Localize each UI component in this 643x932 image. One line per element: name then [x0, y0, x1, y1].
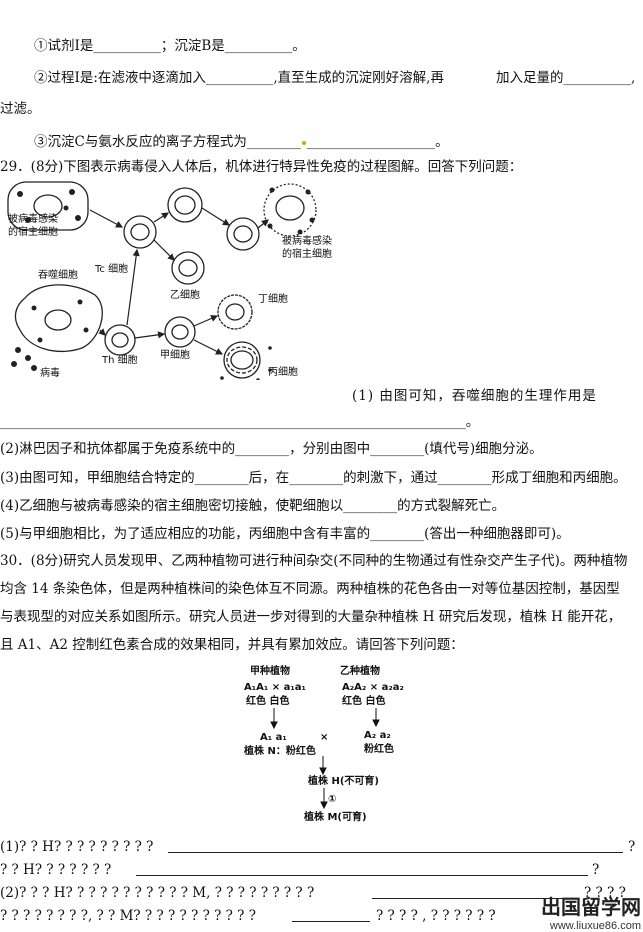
label-plant-yi: 乙种植物 — [340, 664, 380, 677]
line-q29-3: (3)由图可知，甲细胞结合特定的________后，在________的刺激下，… — [0, 470, 627, 486]
label-cell-jia: 甲细胞 — [160, 348, 190, 361]
label-infected-host-left-1: 被病毒感染 — [8, 212, 58, 225]
label-cross-sign: × — [320, 732, 328, 743]
label-plant-jia: 甲种植物 — [250, 664, 290, 677]
line-q30-body-3: 且 A1、A2 控制红色素合成的效果相同，并具有累加效应。请回答下列问题： — [0, 637, 464, 653]
label-step: ① — [328, 794, 336, 805]
label-tc-cell: Tc 细胞 — [94, 262, 128, 275]
label-infected-host-right-1: 被病毒感染 — [282, 234, 332, 247]
line-q30-body-1: 均含 14 条染色体，但是两种植株间的染色体互不同源。两种植株的花色各由一对等位… — [0, 581, 620, 597]
blank-underline-4 — [292, 921, 370, 922]
label-cell-yi: 乙细胞 — [170, 288, 200, 301]
line-q30-1b: ? ? H? ? ? ? ? ? ? — [0, 862, 112, 878]
line-q28-filter: 过滤。 — [0, 101, 41, 117]
line-q30-1a: (1)? ? H? ? ? ? ? ? ? ? ? — [0, 839, 154, 855]
label-jia-cross: A₁A₁ × a₁a₁ — [244, 682, 306, 693]
label-plant-n: 植株 N：粉红色 — [243, 744, 316, 757]
line-q28-reagent: ①试剂Ⅰ是__________；沉淀B是__________。 — [34, 38, 306, 54]
line-q28-process-b: 加入足量的__________, — [496, 70, 636, 86]
blank-underline-1 — [168, 852, 623, 853]
marker-dot — [301, 140, 306, 145]
line-q30-2a-end: ? ? ? ? — [584, 885, 626, 901]
label-plant-h: 植株 H(不可育) — [307, 774, 379, 787]
line-q30-2b-mid: ? ? ? ? , ? ? ? ? ? ? — [376, 908, 496, 924]
immune-process-figure: 被病毒感染 的宿主细胞 被病毒感染 的宿主细胞 吞噬细胞 Tc 细胞 乙细胞 T… — [7, 181, 332, 380]
label-yi-cross: A₂A₂ × a₂a₂ — [342, 682, 404, 693]
line-q30-2b: ? ? ? ? ? ? ? ?, ? ? M? ? ? ? ? ? ? ? ? … — [0, 908, 256, 924]
watermark: 出国留学网 www.liuxue86.com — [541, 891, 641, 932]
blank-underline-3 — [372, 898, 578, 899]
label-th-cell: Th 细胞 — [101, 353, 138, 366]
line-q29-1-blank: ________________________________________… — [0, 414, 480, 430]
label-jia-offspring: A₁ a₁ — [260, 732, 287, 743]
line-q29-5: (5)与甲细胞相比，为了适应相应的功能，丙细胞中含有丰富的________(答出… — [0, 526, 570, 542]
watermark-brand: 出国留学网 — [541, 897, 641, 919]
label-infected-host-left-2: 的宿主细胞 — [8, 225, 58, 238]
genetic-cross-figure: 甲种植物 乙种植物 A₁A₁ × a₁a₁ A₂A₂ × a₂a₂ 红色 白色 … — [243, 664, 404, 823]
label-plant-m: 植株 M(可育) — [303, 810, 367, 823]
label-infected-host-right-2: 的宿主细胞 — [282, 247, 332, 260]
label-virus: 病毒 — [40, 366, 60, 379]
label-cell-bing: 丙细胞 — [268, 365, 298, 378]
line-q29-1: (1) 由图可知，吞噬细胞的生理作用是 — [352, 388, 597, 404]
watermark-url: www.liuxue86.com — [549, 920, 641, 932]
line-q28-process-a: ②过程Ⅰ是:在滤液中逐滴加入__________,直至生成的沉淀刚好溶解,再 — [34, 70, 444, 86]
line-q30-body-2: 与表现型的对应关系如图所示。研究人员进一步对得到的大量杂种植株 H 研究后发现，… — [0, 609, 622, 625]
line-q29-4: (4)乙细胞与被病毒感染的宿主细胞密切接触，使靶细胞以________的方式裂解… — [0, 498, 506, 514]
blank-underline-2 — [136, 875, 588, 876]
label-cell-ding: 丁细胞 — [258, 292, 288, 305]
label-phagocyte: 吞噬细胞 — [38, 268, 78, 281]
line-q30-title: 30．(8分)研究人员发现甲、乙两种植物可进行种间杂交(不同种的生物通过有性杂交… — [0, 553, 628, 569]
line-q29-2: (2)淋巴因子和抗体都属于免疫系统中的________，分别由图中_______… — [0, 441, 543, 457]
line-q30-2a: (2)? ? ? H? ? ? ? ? ? ? ? ? ? ? M, ? ? ?… — [0, 885, 315, 901]
label-pink: 粉红色 — [364, 742, 394, 755]
line-q29-title: 29．(8分)下图表示病毒侵入人体后，机体进行特异性免疫的过程图解。回答下列问题… — [0, 159, 523, 175]
line-q30-1a-end: ? — [628, 839, 636, 855]
label-yi-colors: 红色 白色 — [342, 694, 385, 707]
line-q30-1b-end: ? — [592, 862, 600, 878]
label-jia-colors: 红色 白色 — [246, 694, 289, 707]
label-yi-offspring: A₂ a₂ — [364, 730, 391, 741]
line-q28-equation: ③沉淀C与氨水反应的离子方程式为________________________… — [34, 134, 449, 150]
